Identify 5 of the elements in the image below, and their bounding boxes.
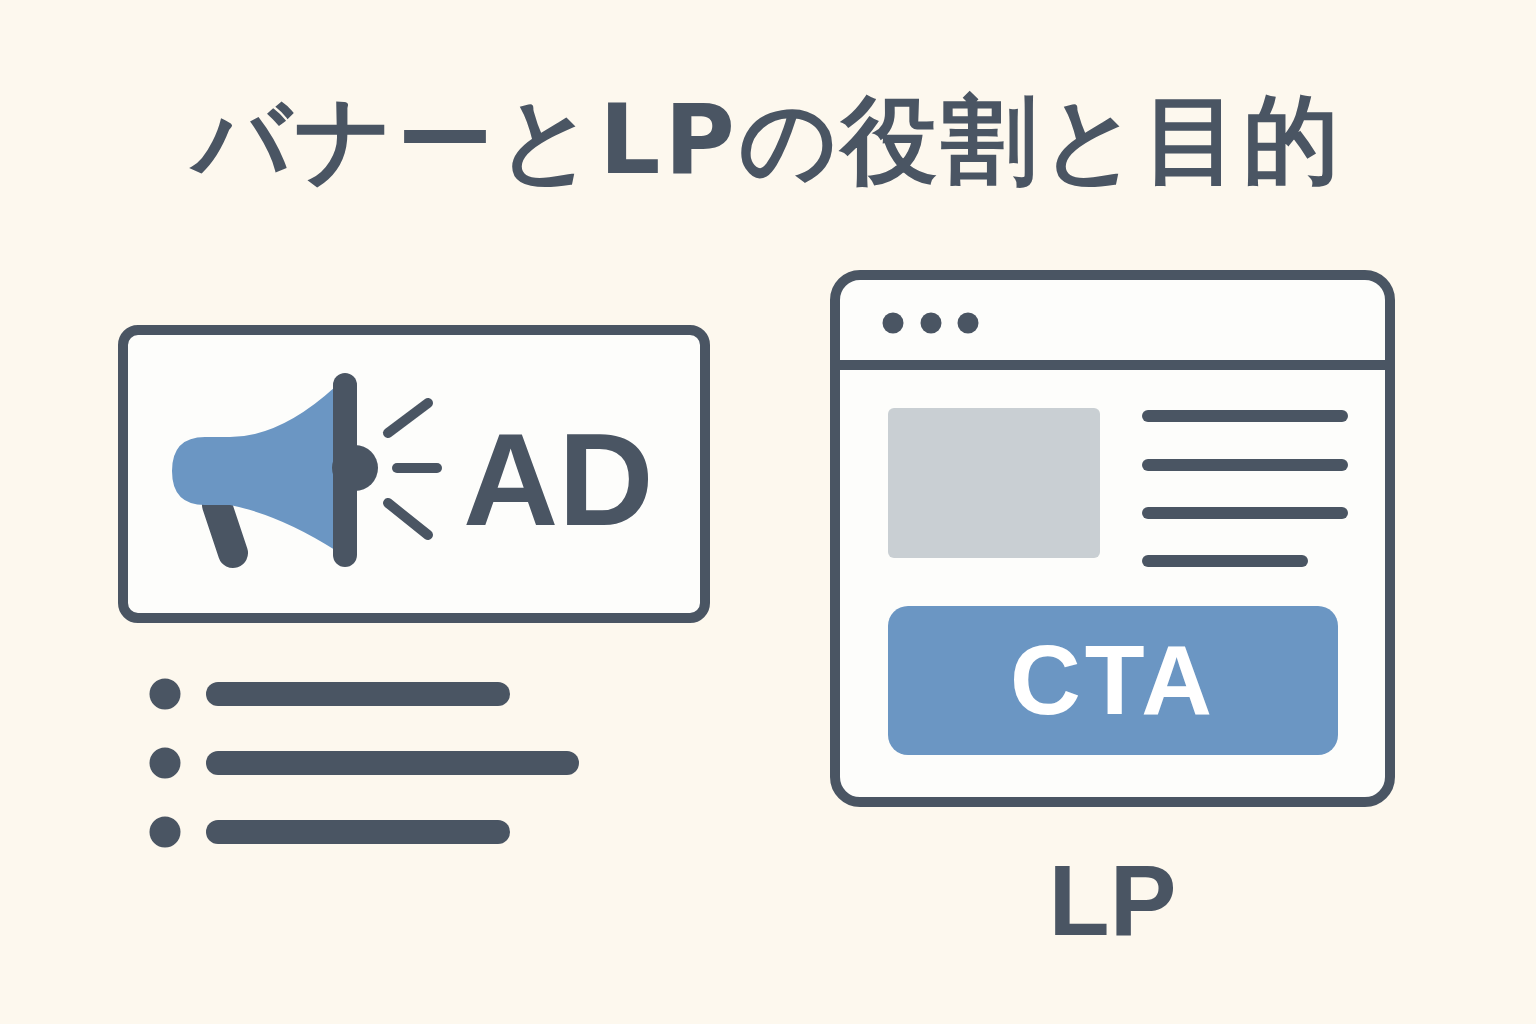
banner-box bbox=[118, 325, 710, 623]
title: バナーとLPの役割と目的 bbox=[0, 85, 1536, 195]
ad-text: AD bbox=[463, 420, 654, 540]
page-label: LP bbox=[1047, 850, 1178, 950]
cta-button: CTA bbox=[888, 606, 1338, 755]
